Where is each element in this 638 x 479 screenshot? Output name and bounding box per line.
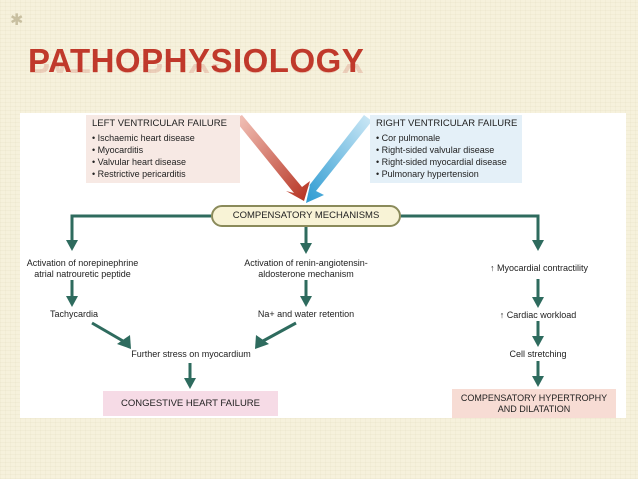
connector-left bbox=[70, 214, 211, 241]
compensatory-mechanisms-node: COMPENSATORY MECHANISMS bbox=[211, 205, 401, 227]
slide-title-reflection: PATHOPHYSIOLOGY bbox=[28, 64, 364, 80]
rvf-item: Cor pulmonale bbox=[376, 132, 516, 144]
tachycardia-node: Tachycardia bbox=[49, 309, 99, 319]
arrowhead-left-2 bbox=[66, 296, 78, 307]
arrowhead-middle-1 bbox=[300, 243, 312, 254]
norepinephrine-line-1: Activation of norepinephrine bbox=[26, 258, 139, 268]
arrowhead-right-2 bbox=[532, 297, 544, 308]
arrowhead-left-1 bbox=[66, 240, 78, 251]
rvf-item: Right-sided valvular disease bbox=[376, 144, 516, 156]
arrowhead-merge-chf bbox=[184, 378, 196, 389]
arrowhead-tachy-merge bbox=[117, 335, 131, 349]
slide-title: PATHOPHYSIOLOGY bbox=[28, 42, 365, 79]
compensatory-hypertrophy-box: COMPENSATORY HYPERTROPHY AND DILATATION bbox=[452, 389, 616, 418]
cardiac-workload-node: ↑ Cardiac workload bbox=[499, 310, 577, 320]
connector-na-merge bbox=[262, 321, 297, 343]
left-ventricular-failure-box: LEFT VENTRICULAR FAILURE Ischaemic heart… bbox=[86, 115, 240, 183]
further-stress-node: Further stress on myocardium bbox=[131, 349, 251, 359]
lvf-item: Restrictive pericarditis bbox=[92, 168, 234, 180]
arrowhead-na-merge bbox=[255, 335, 269, 349]
connector-tachy-merge bbox=[91, 321, 124, 343]
connector-right bbox=[401, 214, 540, 241]
lvf-item: Myocarditis bbox=[92, 144, 234, 156]
rvf-item: Pulmonary hypertension bbox=[376, 168, 516, 180]
rvf-heading: RIGHT VENTRICULAR FAILURE bbox=[376, 118, 518, 129]
right-ventricular-failure-box: RIGHT VENTRICULAR FAILURE Cor pulmonale … bbox=[370, 115, 522, 183]
congestive-heart-failure-box: CONGESTIVE HEART FAILURE bbox=[103, 391, 278, 416]
arrowhead-right-1 bbox=[532, 240, 544, 251]
cell-stretching-node: Cell stretching bbox=[509, 349, 567, 359]
na-water-retention-node: Na+ and water retention bbox=[257, 309, 355, 319]
lvf-heading: LEFT VENTRICULAR FAILURE bbox=[92, 118, 227, 129]
lvf-input-arrow bbox=[234, 115, 310, 201]
myocardial-contractility-node: ↑ Myocardial contractility bbox=[489, 263, 589, 273]
rvf-input-arrow bbox=[306, 115, 372, 203]
raas-line-1: Activation of renin-angiotensin- bbox=[244, 258, 368, 268]
raas-node: Activation of renin-angiotensin- aldoste… bbox=[230, 258, 382, 280]
raas-line-2: aldosterone mechanism bbox=[258, 269, 354, 279]
arrowhead-right-4 bbox=[532, 376, 544, 387]
arrowhead-middle-2 bbox=[300, 296, 312, 307]
arrowhead-right-3 bbox=[532, 336, 544, 347]
norepinephrine-node: Activation of norepinephrine atrial natr… bbox=[20, 258, 145, 280]
pathophysiology-diagram: LEFT VENTRICULAR FAILURE Ischaemic heart… bbox=[20, 113, 626, 418]
hypertrophy-line-1: COMPENSATORY HYPERTROPHY bbox=[460, 393, 608, 403]
diagram-arrows bbox=[66, 115, 544, 389]
bullet-star-icon: ✱ bbox=[10, 12, 24, 29]
norepinephrine-line-2: atrial natrouretic peptide bbox=[34, 269, 131, 279]
lvf-item: Ischaemic heart disease bbox=[92, 132, 234, 144]
rvf-item: Right-sided myocardial disease bbox=[376, 156, 516, 168]
hypertrophy-line-2: AND DILATATION bbox=[497, 404, 571, 414]
lvf-item: Valvular heart disease bbox=[92, 156, 234, 168]
